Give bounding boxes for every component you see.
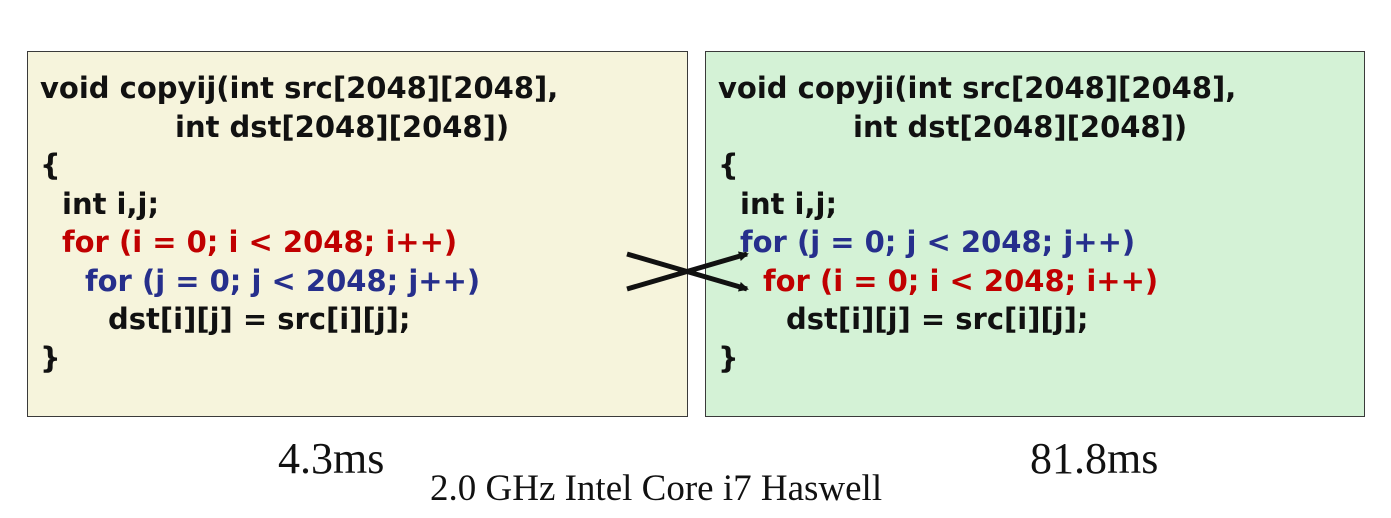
copyji-outer-loop: for (j = 0; j < 2048; j++): [740, 225, 1136, 259]
copyij-outer-loop: for (i = 0; i < 2048; i++): [62, 225, 458, 259]
copyji-code: void copyji(int src[2048][2048], int dst[…: [718, 69, 1236, 377]
copyij-signature: void copyij(int src[2048][2048],: [40, 71, 559, 105]
copyji-close-brace: }: [718, 340, 739, 375]
copyij-open-brace: {: [40, 148, 61, 182]
machine-label: 2.0 GHz Intel Core i7 Haswell: [430, 468, 883, 509]
copyji-inner-loop: for (i = 0; i < 2048; i++): [763, 263, 1159, 298]
copyij-code: void copyij(int src[2048][2048], int dst[…: [40, 69, 558, 377]
copyij-time: 4.3ms: [278, 434, 385, 483]
copyji-body: dst[i][j] = src[i][j];: [786, 302, 1089, 336]
copyij-close-brace: }: [40, 340, 61, 375]
copyij-declaration: int i,j;: [62, 186, 160, 221]
copyij-code-box: void copyij(int src[2048][2048], int dst[…: [27, 51, 688, 417]
copyij-signature-cont: int dst[2048][2048]): [175, 109, 510, 144]
copyji-signature-cont: int dst[2048][2048]): [853, 109, 1188, 144]
copyji-signature: void copyji(int src[2048][2048],: [718, 71, 1237, 105]
copyji-declaration: int i,j;: [740, 186, 838, 221]
copyji-code-box: void copyji(int src[2048][2048], int dst[…: [705, 51, 1365, 417]
copyji-time: 81.8ms: [1030, 434, 1159, 483]
copyij-body: dst[i][j] = src[i][j];: [108, 302, 411, 336]
copyji-open-brace: {: [718, 148, 739, 182]
copyij-inner-loop: for (j = 0; j < 2048; j++): [85, 263, 481, 298]
